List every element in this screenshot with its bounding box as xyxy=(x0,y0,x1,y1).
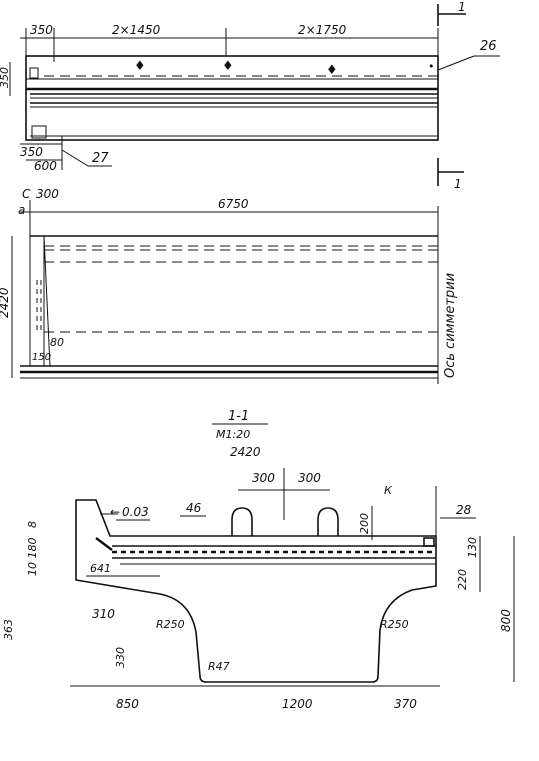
elev-dim-300: 300 xyxy=(36,187,59,201)
plan-dim-2x1450: 2×1450 xyxy=(112,23,161,37)
section-r250-left: R250 xyxy=(156,618,185,631)
section-dim-370: 370 xyxy=(394,697,417,711)
section-title: 1-1 xyxy=(228,409,249,424)
section-dim-310: 310 xyxy=(92,607,115,621)
lifting-loop-left xyxy=(231,507,253,536)
section-mark-bottom: 1 xyxy=(437,158,464,191)
section-dim-200: 200 xyxy=(358,513,371,534)
section-dim-220: 220 xyxy=(456,569,469,590)
symmetry-axis-label: Ось симметрии xyxy=(443,273,458,378)
section-dim-330: 330 xyxy=(114,647,127,668)
section-edge-detail xyxy=(423,537,435,547)
callout-27: 27 xyxy=(92,151,109,166)
section-r250-right: R250 xyxy=(380,618,409,631)
plan-dim-2x1750: 2×1750 xyxy=(298,23,347,37)
elev-dim-a: а xyxy=(18,203,25,217)
loop-mark-icon: ♦ xyxy=(222,59,234,74)
plan-view: 350 2×1450 2×1750 ♦ ♦ ♦ • 350 350 600 xyxy=(0,0,500,191)
section-scale: М1:20 xyxy=(216,428,250,441)
section-dim-800: 800 xyxy=(499,609,513,632)
section-dim-1200: 1200 xyxy=(282,697,313,711)
section-mark-top-label: 1 xyxy=(458,0,466,14)
plan-anchor-block xyxy=(31,125,47,139)
section-dim-2420: 2420 xyxy=(230,445,261,459)
section-dim-8: 8 xyxy=(26,521,39,528)
elev-dim-80: 80 xyxy=(50,336,64,349)
plan-dim-350-top: 350 xyxy=(30,23,53,37)
elev-end-slope xyxy=(43,235,51,367)
section-slope: 0.03 xyxy=(122,505,149,519)
elev-dim-6750: 6750 xyxy=(218,197,249,211)
elevation-view: С 300 а 6750 2420 80 150 Ось симметрии xyxy=(0,187,458,384)
section-r47: R47 xyxy=(208,660,230,673)
callout-46: 46 xyxy=(186,501,202,515)
section-dim-300-right: 300 xyxy=(298,471,321,485)
section-rebar-end xyxy=(95,537,113,551)
section-1-1: 1-1 М1:20 2420 300 300 ← 0.03 46 К 28 xyxy=(2,409,515,711)
plan-dim-350-left: 350 xyxy=(0,67,11,88)
lifting-loop-right xyxy=(317,507,339,536)
slope-arrow-icon: ← xyxy=(110,505,120,519)
plan-end-plate xyxy=(29,67,39,79)
plan-dim-600: 600 xyxy=(34,159,57,173)
plan-dim-350-bottom: 350 xyxy=(20,145,43,159)
loop-mark-icon: • xyxy=(428,60,435,73)
elev-dim-150: 150 xyxy=(32,352,51,363)
loop-mark-icon: ♦ xyxy=(326,63,338,78)
elev-dim-2420: 2420 xyxy=(0,287,11,318)
callout-27-leader xyxy=(61,149,89,167)
mark-k: К xyxy=(384,484,393,497)
section-dim-300-left: 300 xyxy=(252,471,275,485)
section-dim-130: 130 xyxy=(466,537,479,558)
loop-mark-icon: ♦ xyxy=(134,59,146,74)
section-mark-top: 1 xyxy=(437,0,466,26)
section-outline xyxy=(75,499,437,683)
callout-26-leader xyxy=(437,55,475,71)
section-mark-bottom-label: 1 xyxy=(454,177,462,191)
section-dim-850: 850 xyxy=(116,697,139,711)
callout-28: 28 xyxy=(456,503,472,517)
section-dim-10-180: 10 180 xyxy=(26,538,39,577)
callout-26: 26 xyxy=(480,39,497,54)
section-dim-641: 641 xyxy=(90,562,111,575)
section-dim-363: 363 xyxy=(2,619,15,640)
elev-dim-c: С xyxy=(22,187,31,201)
plan-lifting-loops: ♦ ♦ ♦ • xyxy=(134,59,435,78)
